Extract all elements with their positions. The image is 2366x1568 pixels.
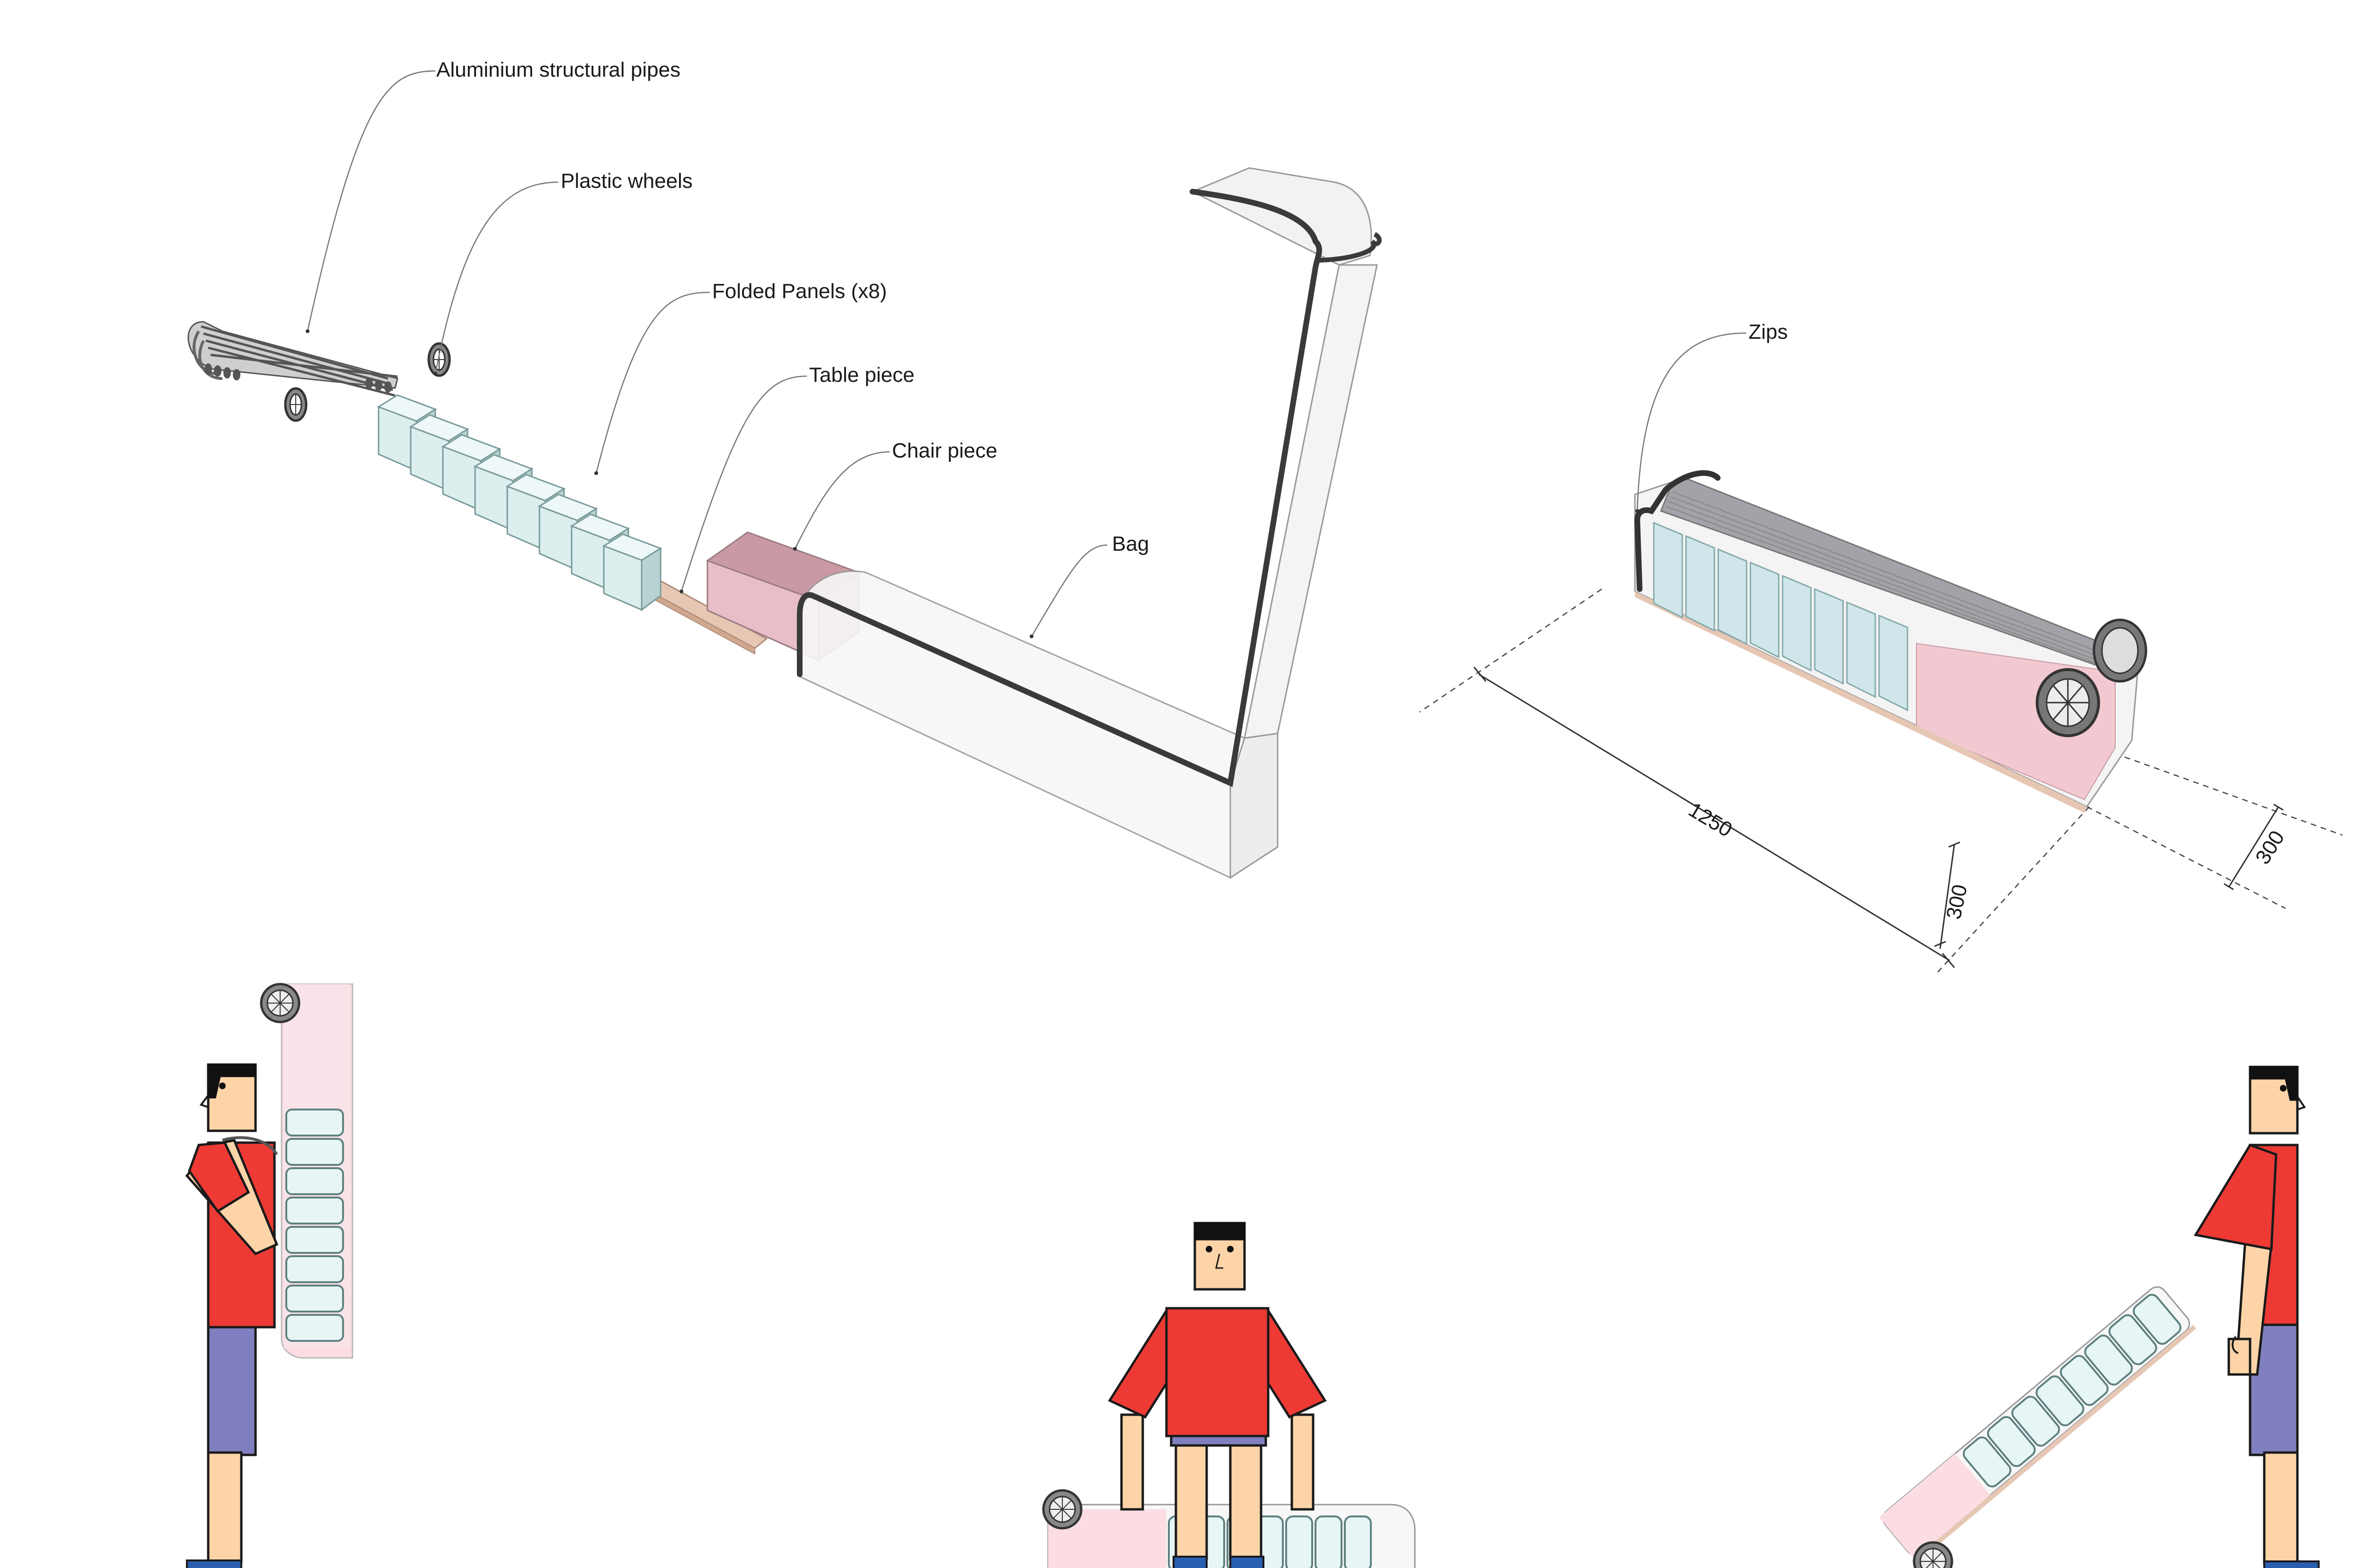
exploded-view: Aluminium structural pipes Plastic wheel… — [187, 58, 1382, 879]
stacked-panel — [1685, 535, 1715, 632]
wheel-icon — [427, 342, 451, 377]
assembled-view: 1250 300 300 Zips — [1419, 320, 2343, 975]
panel-cell — [285, 1197, 344, 1224]
folded-panel — [602, 533, 662, 611]
zip-handle — [1634, 470, 1721, 592]
stacked-panel — [1782, 574, 1812, 672]
stacked-panel — [1878, 614, 1908, 712]
stacked-panel — [1846, 601, 1876, 698]
person-figure-trolley — [1879, 1066, 2320, 1568]
panel-cell — [2011, 1395, 2060, 1447]
panel-cell — [285, 1226, 344, 1254]
wheel-icon — [260, 983, 300, 1023]
label-wheels: Plastic wheels — [561, 169, 693, 193]
folded-panels-stacked — [1653, 521, 1908, 712]
panel-cell — [285, 1255, 344, 1283]
wheel-icon — [2092, 618, 2147, 683]
label-zips: Zips — [1748, 320, 1788, 344]
aluminium-pipes — [187, 321, 398, 397]
label-panels: Folded Panels (x8) — [712, 280, 887, 303]
wheel-icon — [1913, 1541, 1953, 1568]
dim-width: 300 — [1942, 882, 1972, 921]
person-figure-backpack — [185, 983, 353, 1568]
label-chair: Chair piece — [892, 439, 998, 462]
panel-cell — [1962, 1436, 2012, 1488]
panel-cell — [2084, 1334, 2133, 1386]
label-table: Table piece — [809, 363, 915, 387]
stacked-panel — [1814, 588, 1844, 685]
folded-panels — [377, 394, 662, 611]
panel-cell — [2035, 1375, 2084, 1427]
panel-cell — [2060, 1355, 2109, 1406]
panel-cell — [2133, 1294, 2181, 1345]
dim-height: 300 — [2251, 827, 2289, 868]
panel-cell — [1315, 1515, 1342, 1568]
panel-cell — [1987, 1416, 2036, 1467]
wheel-icon — [2036, 668, 2100, 737]
dim-length: 1250 — [1685, 798, 1736, 842]
label-bag: Bag — [1112, 532, 1149, 555]
stacked-panel — [1749, 561, 1780, 659]
panel-cell — [285, 1285, 344, 1313]
panel-cell — [285, 1167, 344, 1195]
panel-cell — [1285, 1515, 1313, 1568]
stacked-panel — [1653, 521, 1683, 619]
panel-cell — [285, 1314, 344, 1342]
stacked-panel — [1717, 548, 1748, 645]
panel-cell — [285, 1109, 344, 1136]
panel-cell — [285, 1138, 344, 1166]
person-figure-front — [1042, 1222, 1416, 1568]
wheel-icon — [1042, 1489, 1083, 1530]
bag — [797, 167, 1382, 879]
panel-cell — [2108, 1314, 2157, 1365]
wheel-icon — [284, 387, 308, 422]
label-pipes: Aluminium structural pipes — [436, 58, 680, 81]
panel-cell — [1344, 1515, 1372, 1568]
